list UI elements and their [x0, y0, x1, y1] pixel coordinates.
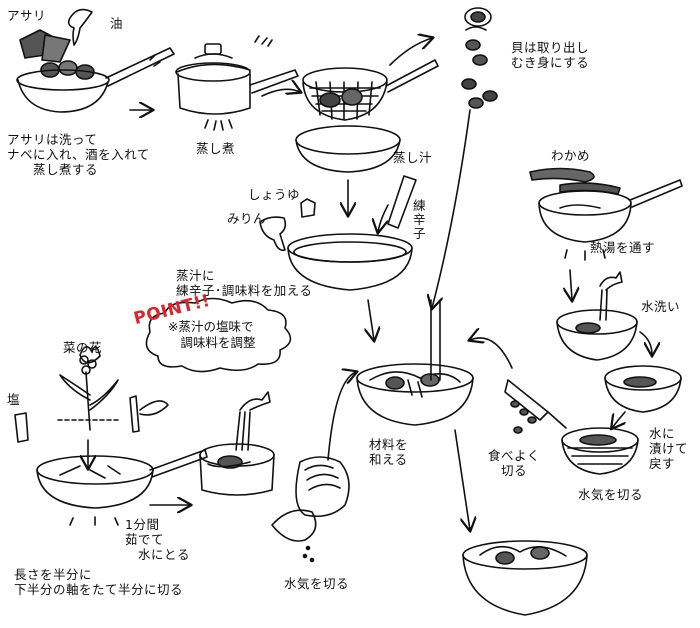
arrow-rinse-to-soak: [639, 331, 652, 355]
label-mix: 材料を 和える: [369, 437, 409, 467]
label-nanohana: 菜の花: [63, 340, 103, 355]
label-drain-left: 水気を切る: [284, 576, 350, 591]
knife: [504, 379, 567, 434]
point-cloud: [145, 297, 292, 373]
label-oil: 油: [110, 16, 124, 31]
label-soak: 水に 漬けて 戻す: [649, 426, 689, 471]
point-note: ※蒸汁の塩味で 調味料を調整: [168, 319, 256, 350]
label-soy-sauce: しょうゆ: [248, 187, 301, 202]
label-boil-1min: 1分間 茹でて 水にとる: [125, 517, 191, 562]
arrow-soak-to-drain: [612, 411, 625, 428]
label-cut-instruction: 長さを半分に 下半分の軸をたて半分に切る: [14, 567, 184, 597]
label-step-asari: アサリは洗って ナベに入れ、酒を入れて 蒸し煮する: [7, 132, 150, 177]
label-asari: アサリ: [7, 8, 47, 23]
colander-pot: [295, 59, 439, 173]
label-cut-bite: 食べよく 切る: [488, 448, 541, 478]
arrow-wakame-down: [570, 269, 572, 300]
arrow-knife-to-bowl: [470, 338, 513, 369]
label-salt: 塩: [7, 392, 21, 407]
broth-pot: [287, 233, 413, 291]
arrow-seasoning: [378, 204, 389, 232]
nanohana-plant: [14, 345, 169, 443]
rinse-bowl: [556, 271, 638, 361]
label-add-seasoning: 蒸汁に 練辛子･調味料を加える: [176, 268, 313, 298]
drain-colander: [561, 427, 639, 475]
boil-pot: [199, 391, 275, 496]
clam-pan: [16, 8, 175, 113]
wakame-pan: [529, 167, 683, 243]
shells: [461, 7, 498, 109]
label-broth: 蒸し汁: [393, 150, 433, 165]
arrow-broth-to-bowl: [368, 299, 374, 340]
label-blanch: 熱湯を通す: [590, 240, 656, 255]
label-wakame: わかめ: [551, 148, 591, 163]
arrow-to-shells: [389, 38, 432, 66]
mixing-bowl: [356, 299, 474, 426]
label-mustard: 練 辛 子: [413, 198, 427, 241]
draining-hands: [271, 456, 350, 563]
label-shell-remove: 貝は取り出し むき身にする: [511, 40, 590, 70]
soak-bowl: [604, 365, 682, 413]
label-steam-cook: 蒸し煮: [196, 141, 236, 156]
lidded-pot: [149, 35, 299, 131]
arrow-bowl-to-serve: [454, 429, 470, 530]
label-drain-right: 水気を切る: [578, 487, 644, 502]
label-mirin: みりん: [227, 211, 267, 226]
arrow-shells-to-bowl: [432, 109, 471, 308]
heat-marks: [564, 249, 606, 261]
arrow-2: [261, 89, 300, 97]
arrow-hands-to-bowl: [327, 372, 356, 461]
serving-bowl: [462, 540, 588, 616]
label-rinse: 水洗い: [641, 299, 681, 314]
seasoning-bottles: [259, 175, 417, 252]
frying-pan: [36, 449, 208, 526]
